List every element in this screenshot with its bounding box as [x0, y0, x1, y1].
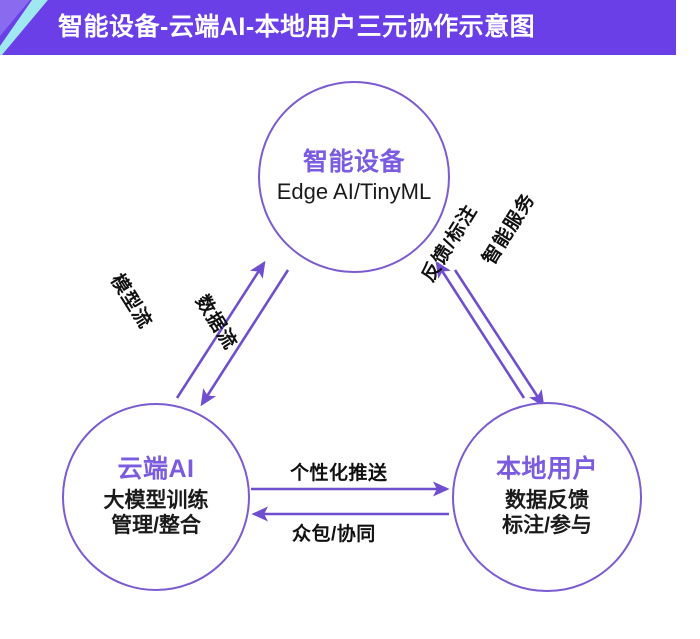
node-cloud-ai-title: 云端AI	[117, 455, 195, 484]
edge-model-flow	[175, 260, 266, 399]
edge-label-personalized-push: 个性化推送	[290, 463, 388, 484]
node-local-user[interactable]: 本地用户 数据反馈 标注/参与	[452, 402, 642, 592]
node-smart-device-title: 智能设备	[302, 147, 405, 176]
node-local-user-subtitle-1: 数据反馈	[505, 488, 589, 512]
edge-label-crowdsourcing: 众包/协同	[292, 524, 376, 545]
node-cloud-ai-subtitle-2: 管理/整合	[111, 514, 201, 538]
page-title: 智能设备-云端AI-本地用户三元协作示意图	[58, 13, 536, 41]
edge-data-flow	[200, 269, 290, 407]
edge-feedback	[435, 260, 526, 399]
edge-smart-service	[453, 269, 545, 408]
node-cloud-ai[interactable]: 云端AI 大模型训练 管理/整合	[62, 403, 250, 591]
node-smart-device[interactable]: 智能设备 Edge AI/TinyML	[258, 81, 450, 273]
node-smart-device-subtitle-1: Edge AI/TinyML	[276, 179, 432, 205]
node-local-user-title: 本地用户	[495, 455, 598, 484]
node-local-user-subtitle-2: 标注/参与	[502, 514, 592, 538]
node-cloud-ai-subtitle-1: 大模型训练	[103, 488, 209, 512]
